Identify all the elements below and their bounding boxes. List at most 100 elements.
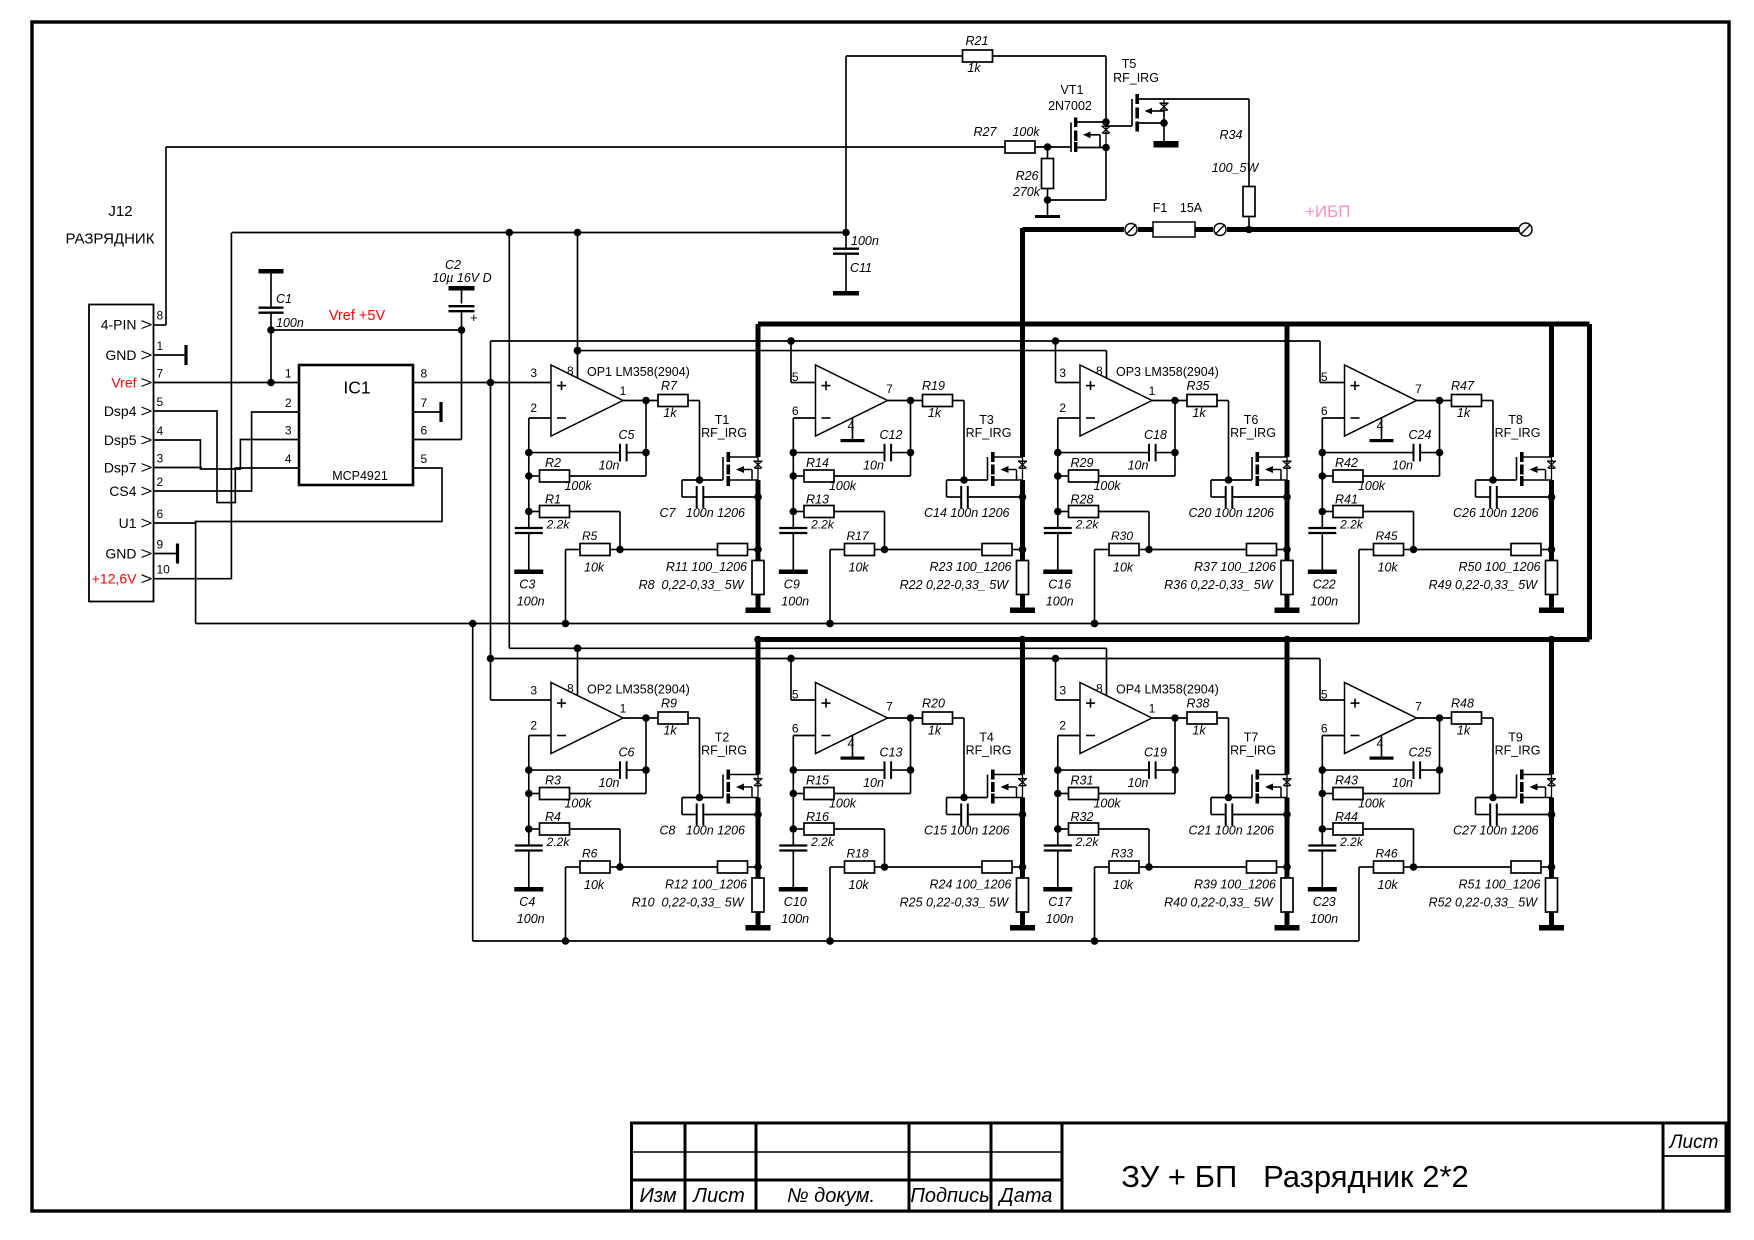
svg-text:10k: 10k bbox=[1378, 561, 1399, 575]
svg-text:4: 4 bbox=[157, 424, 164, 438]
svg-text:6: 6 bbox=[1321, 404, 1328, 418]
svg-text:1k: 1k bbox=[1457, 406, 1471, 420]
svg-text:Dsp7: Dsp7 bbox=[104, 460, 137, 476]
svg-text:T4: T4 bbox=[979, 731, 994, 745]
svg-text:3: 3 bbox=[530, 684, 537, 698]
svg-text:100k: 100k bbox=[564, 479, 592, 493]
svg-text:10n: 10n bbox=[863, 459, 884, 473]
svg-text:T5: T5 bbox=[1122, 57, 1137, 71]
svg-text:R26: R26 bbox=[1016, 169, 1039, 183]
svg-text:R47: R47 bbox=[1451, 379, 1475, 393]
svg-text:+12,6V: +12,6V bbox=[92, 571, 137, 587]
svg-text:10n: 10n bbox=[1392, 776, 1413, 790]
svg-text:№ докум.: № докум. bbox=[787, 1185, 875, 1207]
svg-text:R35: R35 bbox=[1187, 379, 1210, 393]
svg-text:8: 8 bbox=[567, 364, 574, 378]
svg-text:Изм: Изм bbox=[639, 1185, 676, 1207]
svg-text:2: 2 bbox=[1059, 719, 1066, 733]
svg-text:R46: R46 bbox=[1376, 847, 1398, 861]
svg-text:Лист: Лист bbox=[691, 1185, 745, 1207]
svg-text:R30: R30 bbox=[1111, 529, 1133, 543]
svg-text:C17: C17 bbox=[1048, 895, 1072, 909]
svg-text:100n: 100n bbox=[517, 595, 545, 609]
svg-text:R4: R4 bbox=[545, 810, 561, 824]
svg-text:R41: R41 bbox=[1335, 493, 1358, 507]
svg-text:R21: R21 bbox=[966, 34, 989, 48]
svg-text:100_5W: 100_5W bbox=[1212, 161, 1260, 175]
svg-text:100k: 100k bbox=[1093, 479, 1121, 493]
svg-text:CS4: CS4 bbox=[109, 483, 136, 499]
svg-text:RF_IRG: RF_IRG bbox=[1495, 744, 1541, 758]
svg-text:T3: T3 bbox=[979, 413, 994, 427]
svg-text:100n: 100n bbox=[1046, 912, 1074, 926]
svg-text:2.2k: 2.2k bbox=[1339, 835, 1364, 849]
svg-text:MCP4921: MCP4921 bbox=[332, 469, 388, 483]
svg-text:9: 9 bbox=[157, 538, 164, 552]
svg-text:R1: R1 bbox=[545, 493, 561, 507]
svg-text:10n: 10n bbox=[1392, 459, 1413, 473]
svg-text:8: 8 bbox=[567, 682, 574, 696]
svg-text:Vref: Vref bbox=[111, 375, 136, 391]
svg-text:R7: R7 bbox=[661, 379, 678, 393]
svg-text:Dsp4: Dsp4 bbox=[104, 403, 137, 419]
svg-text:C21 100n 1206: C21 100n 1206 bbox=[1189, 824, 1275, 838]
svg-text:1: 1 bbox=[620, 384, 627, 398]
svg-text:C10: C10 bbox=[784, 895, 807, 909]
svg-text:T8: T8 bbox=[1508, 413, 1523, 427]
svg-text:IC1: IC1 bbox=[343, 378, 370, 398]
svg-text:5: 5 bbox=[1321, 688, 1328, 702]
svg-text:4: 4 bbox=[285, 452, 292, 466]
svg-text:2N7002: 2N7002 bbox=[1048, 99, 1092, 113]
svg-text:1k: 1k bbox=[1192, 724, 1206, 738]
svg-text:6: 6 bbox=[792, 722, 799, 736]
svg-text:5: 5 bbox=[421, 452, 428, 466]
svg-text:R44: R44 bbox=[1335, 810, 1358, 824]
svg-text:C13: C13 bbox=[880, 746, 903, 760]
svg-text:C9: C9 bbox=[784, 578, 800, 592]
svg-text:R11 100_1206: R11 100_1206 bbox=[666, 560, 747, 574]
svg-text:RF_IRG: RF_IRG bbox=[966, 426, 1012, 440]
svg-text:100n: 100n bbox=[781, 595, 809, 609]
svg-text:5: 5 bbox=[792, 688, 799, 702]
svg-text:C16: C16 bbox=[1048, 578, 1071, 592]
svg-text:4: 4 bbox=[848, 737, 855, 751]
svg-text:R2: R2 bbox=[545, 456, 561, 470]
svg-text:3: 3 bbox=[1059, 684, 1066, 698]
svg-text:R51 100_1206: R51 100_1206 bbox=[1458, 878, 1540, 892]
svg-text:1: 1 bbox=[620, 702, 627, 716]
svg-text:C4: C4 bbox=[519, 895, 535, 909]
svg-text:R23 100_1206: R23 100_1206 bbox=[929, 560, 1011, 574]
svg-text:C22: C22 bbox=[1313, 578, 1336, 592]
svg-text:100n: 100n bbox=[517, 912, 545, 926]
svg-text:T6: T6 bbox=[1244, 413, 1259, 427]
svg-text:10k: 10k bbox=[584, 561, 605, 575]
svg-text:10k: 10k bbox=[584, 878, 605, 892]
svg-text:1: 1 bbox=[285, 367, 292, 381]
svg-text:1: 1 bbox=[1149, 384, 1156, 398]
svg-text:C14 100n 1206: C14 100n 1206 bbox=[924, 506, 1010, 520]
svg-text:T9: T9 bbox=[1508, 731, 1523, 745]
svg-text:100n: 100n bbox=[1310, 595, 1338, 609]
svg-text:GND: GND bbox=[105, 347, 136, 363]
svg-text:R29: R29 bbox=[1071, 456, 1094, 470]
svg-text:GND: GND bbox=[105, 546, 136, 562]
svg-text:R6: R6 bbox=[582, 847, 598, 861]
svg-text:RF_IRG: RF_IRG bbox=[1230, 426, 1276, 440]
svg-text:R15: R15 bbox=[806, 774, 829, 788]
svg-text:R31: R31 bbox=[1071, 774, 1094, 788]
svg-text:T1: T1 bbox=[715, 413, 730, 427]
svg-text:Лист: Лист bbox=[1668, 1132, 1719, 1153]
svg-text:RF_IRG: RF_IRG bbox=[701, 744, 747, 758]
svg-text:100n: 100n bbox=[851, 234, 879, 248]
svg-text:Dsp5: Dsp5 bbox=[104, 432, 137, 448]
svg-text:C5: C5 bbox=[619, 428, 635, 442]
svg-text:15A: 15A bbox=[1180, 201, 1203, 215]
svg-text:3: 3 bbox=[530, 366, 537, 380]
svg-text:10k: 10k bbox=[1378, 878, 1399, 892]
svg-text:100n: 100n bbox=[781, 912, 809, 926]
svg-text:R14: R14 bbox=[806, 456, 829, 470]
svg-text:7: 7 bbox=[421, 396, 428, 410]
svg-text:10k: 10k bbox=[849, 561, 870, 575]
svg-text:5: 5 bbox=[157, 395, 164, 409]
svg-text:OP1 LM358(2904): OP1 LM358(2904) bbox=[587, 365, 690, 379]
